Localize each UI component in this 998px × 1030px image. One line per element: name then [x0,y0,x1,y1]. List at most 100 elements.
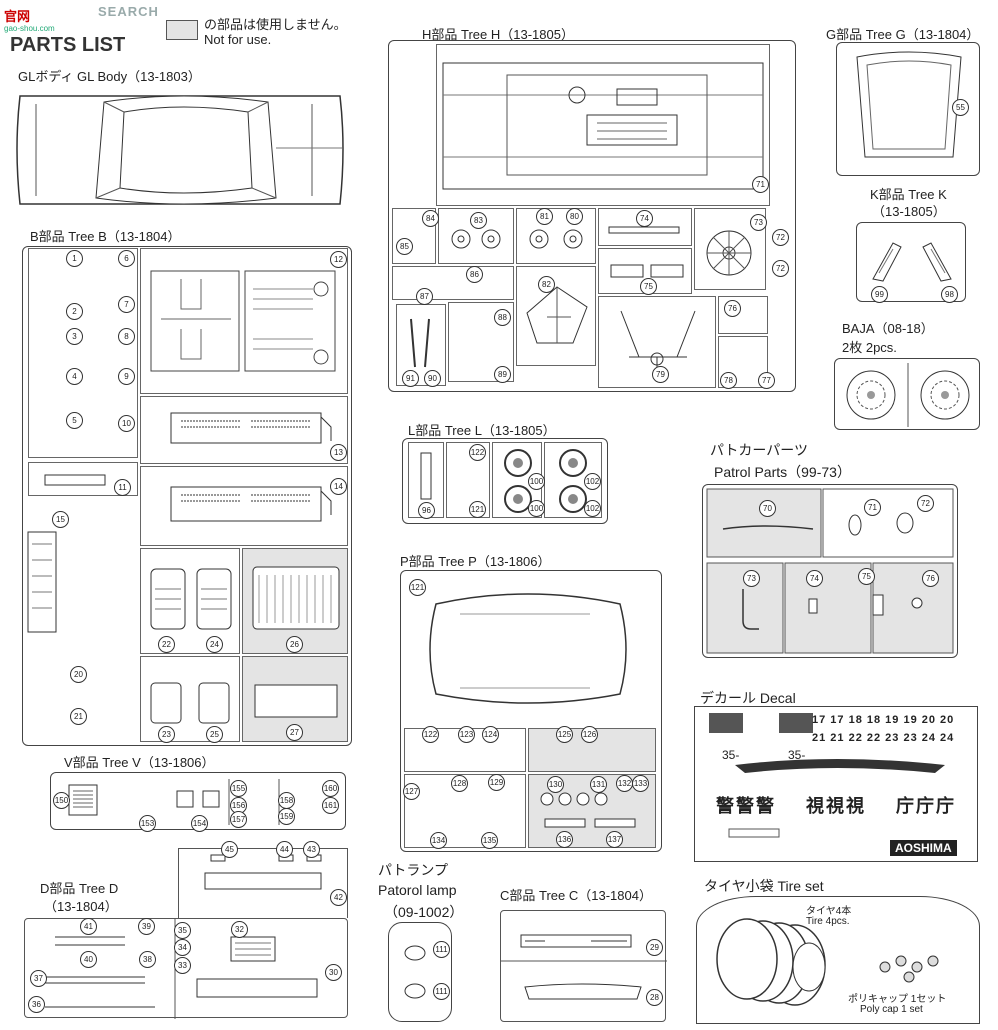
part-number: 37 [30,970,47,987]
part-number: 32 [231,921,248,938]
part-number: 73 [743,570,760,587]
tree-h-label: H部品 Tree H（13-1805） [422,27,574,42]
part-number: 121 [469,501,486,518]
tree-c-sprue [500,910,667,1022]
patrol-parts-label-jp: パトカーパーツ [710,442,808,458]
part-number: 76 [922,570,939,587]
part-number: 45 [221,841,238,858]
part-number: 33 [174,957,191,974]
watermark-brand: 官网 [4,9,31,24]
part-number: 123 [458,726,475,743]
part-number: 155 [230,780,247,797]
part-number: 91 [402,370,419,387]
tree-c-label: C部品 Tree C（13-1804） [500,888,652,903]
tree-b-seats-front [140,548,240,654]
part-number: 124 [482,726,499,743]
page-title: PARTS LIST [10,34,126,56]
part-number: 20 [70,666,87,683]
part-number: 76 [724,300,741,317]
part-number: 157 [230,811,247,828]
tree-b-dash-upper [140,396,348,464]
part-number: 35 [174,922,191,939]
decal-kanji-1: 警警警 [716,796,776,816]
part-number: 42 [330,889,347,906]
part-number: 102 [584,473,601,490]
part-number: 26 [286,636,303,653]
patrol-lamp-frame [388,922,452,1022]
part-number: 29 [646,939,663,956]
part-number: 159 [278,808,295,825]
part-number: 10 [118,415,135,432]
tree-d-label: D部品 Tree D [40,881,119,896]
tree-d-code: （13-1804） [44,899,118,914]
part-number: 7 [118,296,135,313]
decal-numbers-row2: 21 21 22 22 23 23 24 24 [812,732,955,744]
tree-h-cell-81 [516,208,596,264]
part-number: 137 [606,831,623,848]
part-number: 2 [66,303,83,320]
tree-b-side-parts [22,520,62,640]
part-number: 98 [941,286,958,303]
part-number: 39 [138,918,155,935]
part-number: 34 [174,939,191,956]
part-number: 111 [433,941,450,958]
part-number: 75 [640,278,657,295]
tree-d-sprue [24,918,348,1019]
decal-sheet [694,706,978,862]
part-number: 87 [416,288,433,305]
part-number: 41 [80,918,97,935]
legend-en: Not for use. [204,32,272,47]
tree-k-label: K部品 Tree K [870,187,947,202]
part-number: 5 [66,412,83,429]
part-number: 78 [720,372,737,389]
tire-count-jp: タイヤ4本 [806,906,852,917]
part-number: 111 [433,983,450,1000]
part-number: 3 [66,328,83,345]
part-number: 88 [494,309,511,326]
part-number: 13 [330,444,347,461]
part-number: 75 [858,568,875,585]
part-number: 44 [276,841,293,858]
part-number: 150 [53,792,70,809]
part-number: 79 [652,366,669,383]
part-number: 28 [646,989,663,1006]
part-number: 122 [422,726,439,743]
aoshima-logo: AOSHIMA [890,840,957,856]
part-number: 100 [528,500,545,517]
part-number: 84 [422,210,439,227]
part-number: 82 [538,276,555,293]
part-number: 99 [871,286,888,303]
tree-h-arm-82 [516,266,596,366]
part-number: 72 [917,495,934,512]
part-number: 71 [752,176,769,193]
baja-count: 2枚 2pcs. [842,340,897,355]
tree-h-chassis [436,44,770,206]
part-number: 36 [28,996,45,1013]
part-number: 12 [330,251,347,268]
part-number: 14 [330,478,347,495]
part-number: 135 [481,832,498,849]
tree-b-label: B部品 Tree B（13-1804） [30,229,181,244]
part-number: 86 [466,266,483,283]
decal-plate-1: 35- [722,748,740,762]
baja-frame [834,358,980,430]
part-number: 158 [278,792,295,809]
part-number: 4 [66,368,83,385]
search-label: SEARCH [98,4,159,19]
tree-d-upper-sprue [178,848,348,918]
tree-k-code: （13-1805） [872,204,946,219]
part-number: 102 [584,500,601,517]
part-number: 77 [758,372,775,389]
part-number: 23 [158,726,175,743]
patrol-lamp-code: （09-1002） [384,904,464,920]
part-number: 21 [70,708,87,725]
part-number: 15 [52,511,69,528]
part-number: 161 [322,797,339,814]
part-number: 71 [864,499,881,516]
part-number: 43 [303,841,320,858]
part-number: 22 [158,636,175,653]
gl-body-drawing [12,88,348,212]
part-number: 90 [424,370,441,387]
part-number: 131 [590,776,607,793]
poly-cap-jp: ポリキャップ 1セット [848,994,947,1005]
